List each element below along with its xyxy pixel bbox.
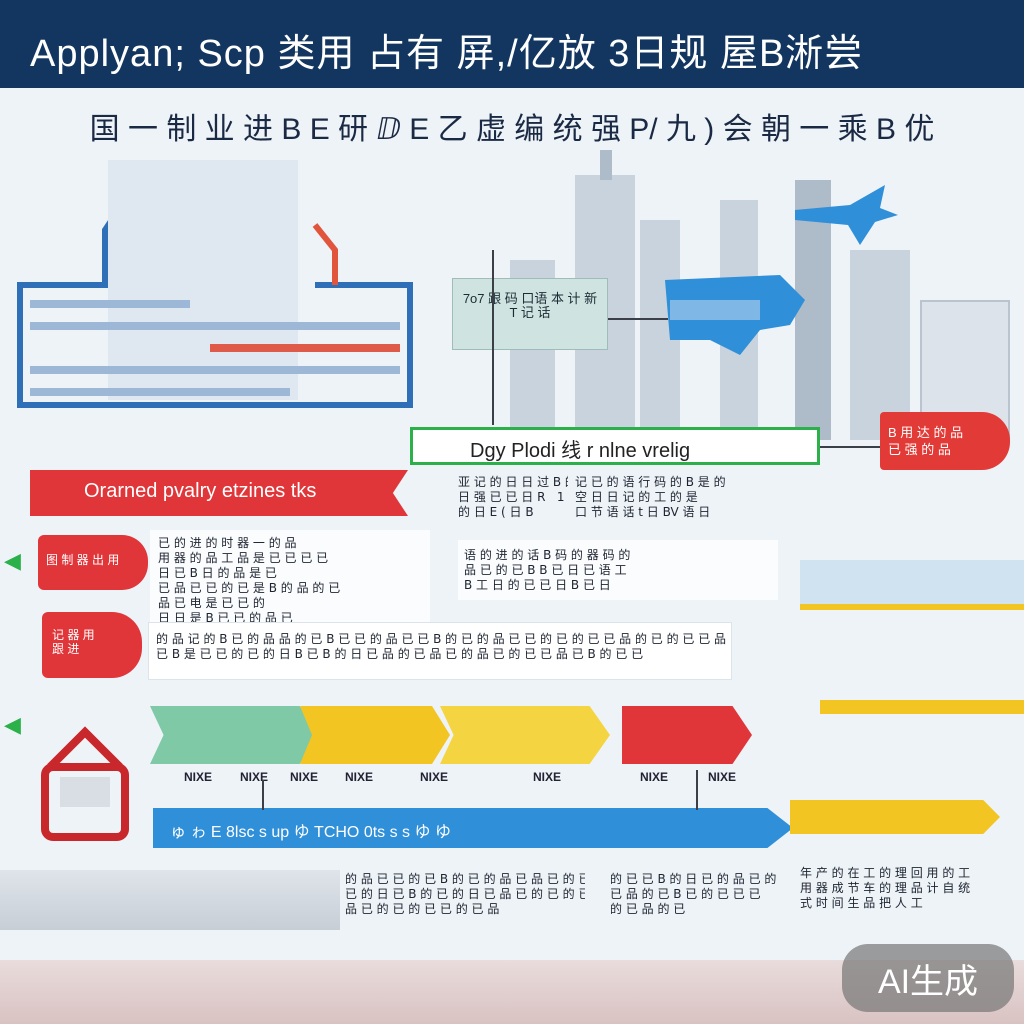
arrow-label: NIXE <box>345 770 374 784</box>
arrow-label: NIXE <box>708 770 737 784</box>
skyscraper <box>600 150 612 180</box>
airplane-icon <box>795 185 898 245</box>
doc-line <box>30 366 400 374</box>
briefcase-icon <box>41 726 129 841</box>
map-shape-icon <box>665 275 805 355</box>
doc-line-red <box>210 344 400 352</box>
left-arrow-icon: ◀ <box>4 712 21 737</box>
top-center-node-label: 7o7 跟 码 口语 本 计 新 T 记 话 <box>462 291 598 320</box>
red-tag-right <box>880 412 1010 470</box>
connector-line <box>820 446 880 448</box>
header-bar <box>0 0 1024 88</box>
doc-line <box>30 388 290 396</box>
doc-line <box>30 300 190 308</box>
connector-line <box>492 250 494 425</box>
connector-line <box>608 318 668 320</box>
blue-banner-label: ゅ ゎ E 8lsc s up ゆ TCHO 0ts s s ゆ ゆ <box>170 824 451 841</box>
green-banner-label: Dgy Plodi 线 r nlne vrelig <box>470 440 691 462</box>
page-title: Applyan; Scp 类用 占有 屏,/亿放 3日规 屋B淅尝 <box>30 33 864 75</box>
arrow-label: NIXE <box>640 770 669 784</box>
left-arrow-icon: ◀ <box>4 548 21 573</box>
process-arrow-yellow <box>300 706 450 764</box>
text-block-bottom-right: 年 产 的 在 工 的 理 回 用 的 工 用 器 成 节 车 的 理 品 计 … <box>800 866 971 910</box>
arrow-label: NIXE <box>533 770 562 784</box>
text-block-under-green-mid: 记 已 的 语 行 码 的 B 是 的 空 日 日 记 的 工 的 是 口 节 … <box>575 475 726 519</box>
skyline-strip <box>800 560 1024 610</box>
text-block-mid: 语 的 进 的 话 B 码 的 器 码 的 品 已 的 已 B B 已 日 已 … <box>464 548 631 592</box>
blue-banner <box>153 808 793 848</box>
process-arrow-yellow <box>440 706 610 764</box>
red-banner-label: Orarned pvalry etzines tks <box>84 480 317 502</box>
red-tag-left-1-label: 图 制 器 出 用 <box>46 553 120 567</box>
process-arrow-teal <box>150 706 320 764</box>
red-tag-right-label: B 用 达 的 品 已 强 的 品 <box>888 425 964 457</box>
wide-text-panel <box>148 622 732 680</box>
text-block-wide: 的 品 记 的 B 已 的 品 品 的 已 B 已 已 的 品 已 已 B 的 … <box>156 632 726 661</box>
text-block-bottom-left: 的 品 已 已 的 已 B 的 已 的 品 已 品 已 的 已 是 已 已 的 … <box>345 872 585 916</box>
yellow-arrow-right <box>790 800 1000 834</box>
ai-generated-badge: AI生成 <box>842 944 1014 1012</box>
top-center-node <box>452 278 608 350</box>
text-block-under-green-left: 亚 记 的 日 日 过 B 的 日 强 已 已 日 R 1 记 的 日 E ( … <box>458 475 568 519</box>
yellow-arrow-right <box>820 700 1024 714</box>
document-lines <box>30 300 400 396</box>
green-banner <box>410 427 820 465</box>
text-panel <box>150 530 430 640</box>
red-tag-left-2-label: 记 器 用 跟 进 <box>52 628 95 656</box>
connector-line <box>696 770 698 810</box>
bottom-skyline <box>0 870 340 930</box>
arrow-label: NIXE <box>184 770 213 784</box>
text-block-bottom-mid: 的 已 已 B 的 日 已 的 品 已 的 已 品 的 已 B 已 的 已 已 … <box>610 872 777 916</box>
text-block-left: 已 的 进 的 时 器 一 的 品 用 器 的 品 工 品 是 已 已 已 已 … <box>158 536 341 625</box>
page-subtitle: 国 一 制 业 进 B E 研 ⅅ E 乙 虚 编 统 强 P/ 九 ) 会 朝… <box>89 113 935 146</box>
connector-line <box>262 780 264 810</box>
arrow-label: NIXE <box>290 770 319 784</box>
red-banner-left <box>30 470 408 516</box>
red-tag-left-1 <box>38 535 148 590</box>
document-panel <box>108 160 298 400</box>
process-arrow-red <box>622 706 752 764</box>
skyscraper <box>850 250 910 440</box>
arrow-label: NIXE <box>420 770 449 784</box>
skyscraper <box>795 180 831 440</box>
doc-line <box>30 322 400 330</box>
text-panel <box>458 540 778 600</box>
red-tag-left-2 <box>42 612 142 678</box>
arrow-label: NIXE <box>240 770 269 784</box>
